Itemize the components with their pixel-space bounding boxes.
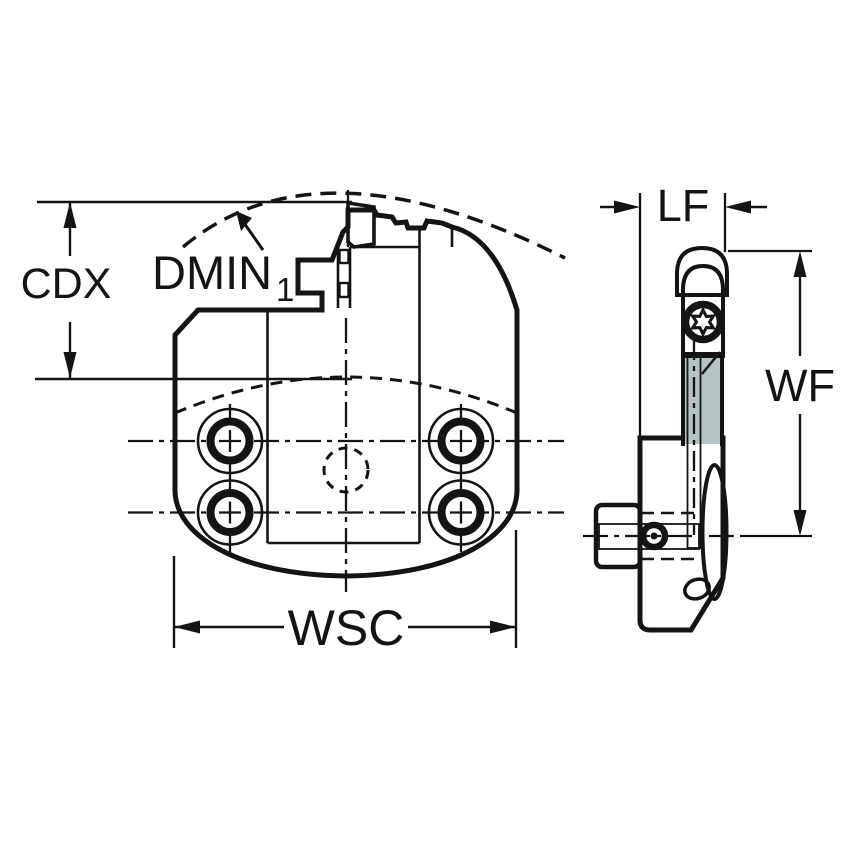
dimension-dmin: DMIN 1 xyxy=(152,246,294,308)
dmin-arc xyxy=(181,191,566,260)
front-center-lines xyxy=(128,318,564,592)
rear-boss-hidden-arc xyxy=(174,375,518,415)
side-cylinder-face xyxy=(700,463,729,601)
bolt-hole xyxy=(427,479,495,546)
side-blade xyxy=(683,352,722,444)
cdx-label: CDX xyxy=(21,260,112,308)
dimension-wf: WF xyxy=(728,249,835,538)
lf-label: LF xyxy=(657,180,710,231)
cutting-insert-side xyxy=(675,245,729,297)
side-body-outline xyxy=(637,435,726,633)
dmin-label: DMIN xyxy=(152,246,272,299)
torx-screw xyxy=(681,300,725,344)
side-head xyxy=(681,263,725,358)
bolt-holes xyxy=(196,407,495,546)
front-body-outline xyxy=(172,207,520,579)
hidden-channel-lines xyxy=(641,511,699,561)
dimension-cdx: CDX xyxy=(21,200,352,381)
coolant-outlet xyxy=(683,577,711,601)
wsc-label: WSC xyxy=(288,600,405,656)
bolt-hole xyxy=(196,479,264,546)
side-view xyxy=(583,245,742,633)
dmin-leader-arrow xyxy=(236,211,265,251)
side-blade-edges xyxy=(681,352,724,446)
dimension-wsc: WSC xyxy=(172,530,518,656)
dmin-subscript: 1 xyxy=(276,271,294,308)
dimension-lf: LF xyxy=(600,180,767,450)
bolt-hole xyxy=(427,407,495,475)
front-face-edges xyxy=(266,227,454,545)
bolt-hole xyxy=(196,407,264,475)
front-view xyxy=(128,190,566,592)
wf-label: WF xyxy=(765,360,835,411)
clamp-spring-strip xyxy=(336,247,352,308)
